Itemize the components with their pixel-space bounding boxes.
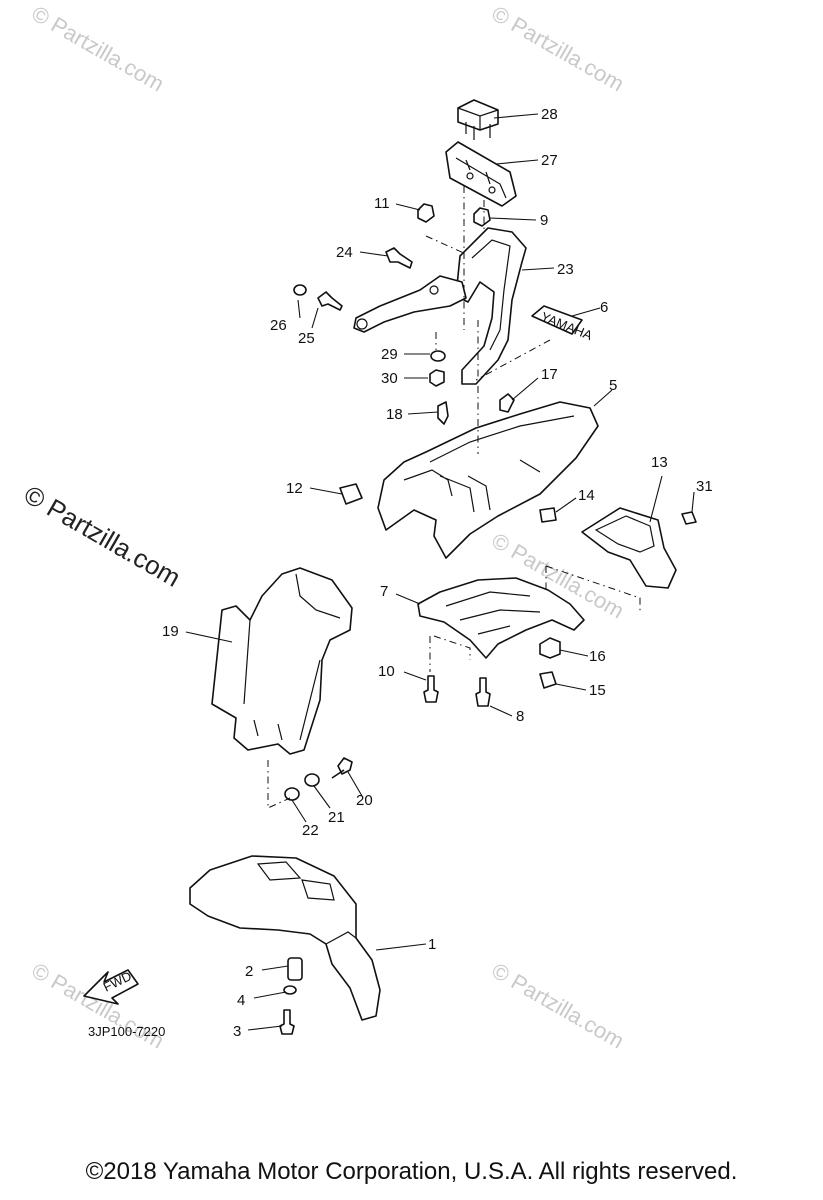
part-23-grab-rail xyxy=(353,227,527,385)
callout-31: 31 xyxy=(696,478,713,495)
part-1-front-fender xyxy=(189,855,381,1021)
watermark: © Partzilla.com xyxy=(488,1,629,97)
diagram-code: 3JP100-7220 xyxy=(88,1024,165,1039)
callout-13: 13 xyxy=(651,454,668,471)
watermark-large: © Partzilla.com xyxy=(19,479,186,593)
watermark: © Partzilla.com xyxy=(28,958,169,1054)
watermark: © Partzilla.com xyxy=(488,958,629,1054)
callout-12: 12 xyxy=(286,480,303,497)
callout-18: 18 xyxy=(386,406,403,423)
part-17-clip xyxy=(499,393,515,413)
callout-23: 23 xyxy=(557,261,574,278)
callout-5: 5 xyxy=(609,377,617,394)
callout-20: 20 xyxy=(356,792,373,809)
part-10-bolt xyxy=(423,675,439,703)
part-24-bolt xyxy=(385,247,413,269)
part-22-washer xyxy=(284,787,300,801)
callout-9: 9 xyxy=(540,212,548,229)
callout-6: 6 xyxy=(600,299,608,316)
part-12-clip xyxy=(339,483,363,505)
callout-28: 28 xyxy=(541,106,558,123)
part-5-rear-fender xyxy=(377,401,599,559)
part-16-nut xyxy=(539,637,561,659)
callout-27: 27 xyxy=(541,152,558,169)
callout-7: 7 xyxy=(380,583,388,600)
callout-26: 26 xyxy=(270,317,287,334)
callout-25: 25 xyxy=(298,330,315,347)
part-29-collar xyxy=(430,350,446,362)
callout-29: 29 xyxy=(381,346,398,363)
fwd-arrow-icon: FWD xyxy=(83,968,139,1005)
callout-22: 22 xyxy=(302,822,319,839)
part-13-flap xyxy=(581,507,677,589)
part-6-decal: YAMAHA xyxy=(531,305,595,343)
part-8-bolt xyxy=(475,677,491,707)
part-25-bolt xyxy=(317,291,343,311)
part-7-inner-fender xyxy=(417,577,585,659)
callout-3: 3 xyxy=(233,1023,241,1040)
part-27-carrier xyxy=(445,141,517,207)
callout-17: 17 xyxy=(541,366,558,383)
part-2-collar xyxy=(287,957,303,981)
part-28-bracket xyxy=(457,99,499,140)
callout-14: 14 xyxy=(578,487,595,504)
callout-4: 4 xyxy=(237,992,245,1009)
callout-labels: 28 27 11 9 24 23 6 26 25 29 30 17 5 18 1… xyxy=(162,106,713,1040)
callout-30: 30 xyxy=(381,370,398,387)
assembly-lines xyxy=(267,186,641,809)
copyright-footer: ©2018 Yamaha Motor Corporation, U.S.A. A… xyxy=(85,1158,738,1185)
part-31-grommet xyxy=(681,511,697,525)
watermark: © Partzilla.com xyxy=(28,1,169,97)
callout-8: 8 xyxy=(516,708,524,725)
callout-24: 24 xyxy=(336,244,353,261)
part-11-nut xyxy=(417,203,435,223)
part-26-cap xyxy=(293,284,307,296)
part-21-collar xyxy=(304,773,320,787)
callout-15: 15 xyxy=(589,682,606,699)
part-14-grommet xyxy=(539,507,557,523)
callout-1: 1 xyxy=(428,936,436,953)
callout-2: 2 xyxy=(245,963,253,980)
part-15-cap xyxy=(539,671,557,689)
callout-11: 11 xyxy=(374,195,390,212)
part-3-bolt xyxy=(279,1009,295,1035)
part-9-nut xyxy=(473,207,491,227)
callout-16: 16 xyxy=(589,648,606,665)
callout-21: 21 xyxy=(328,809,345,826)
part-4-washer xyxy=(283,985,297,995)
part-18-clip xyxy=(437,401,449,425)
callout-10: 10 xyxy=(378,663,395,680)
part-20-bolt xyxy=(331,757,353,779)
leader-lines xyxy=(185,113,695,1031)
part-30-nut xyxy=(429,369,445,387)
callout-19: 19 xyxy=(162,623,179,640)
part-19-hugger xyxy=(211,567,353,755)
